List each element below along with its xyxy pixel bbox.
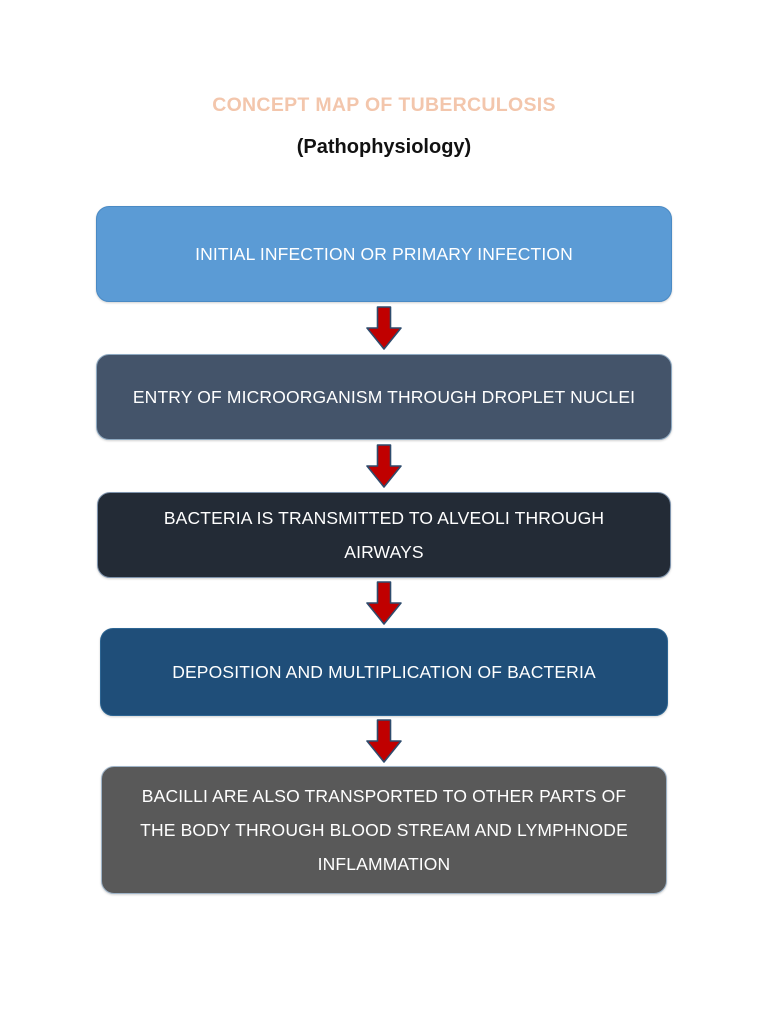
title-block: CONCEPT MAP OF TUBERCULOSIS (Pathophysio… [0,92,768,160]
down-arrow-icon [366,719,402,763]
down-arrow-icon [366,306,402,350]
page-title: CONCEPT MAP OF TUBERCULOSIS [212,94,556,116]
flowchart: INITIAL INFECTION OR PRIMARY INFECTION E… [0,206,768,894]
flow-node-initial-infection: INITIAL INFECTION OR PRIMARY INFECTION [96,206,672,302]
flow-node-bacilli-transported: BACILLI ARE ALSO TRANSPORTED TO OTHER PA… [101,766,667,894]
flow-node-entry-of-microorganism: ENTRY OF MICROORGANISM THROUGH DROPLET N… [96,354,672,440]
flow-node-label: INITIAL INFECTION OR PRIMARY INFECTION [195,244,573,264]
flow-connector-2 [365,440,403,492]
down-arrow-icon [366,444,402,488]
flow-node-label: DEPOSITION AND MULTIPLICATION OF BACTERI… [172,662,596,682]
flow-node-bacteria-transmitted-to-alveoli: BACTERIA IS TRANSMITTED TO ALVEOLI THROU… [97,492,671,578]
flow-node-label: BACTERIA IS TRANSMITTED TO ALVEOLI THROU… [163,508,605,562]
page-subtitle: (Pathophysiology) [296,136,472,158]
flow-node-deposition-and-multiplication: DEPOSITION AND MULTIPLICATION OF BACTERI… [100,628,668,716]
flow-connector-4 [365,716,403,766]
flow-connector-1 [365,302,403,354]
flow-node-label: BACILLI ARE ALSO TRANSPORTED TO OTHER PA… [140,786,628,874]
down-arrow-icon [366,581,402,625]
flow-node-label: ENTRY OF MICROORGANISM THROUGH DROPLET N… [132,387,636,407]
flow-connector-3 [365,578,403,628]
